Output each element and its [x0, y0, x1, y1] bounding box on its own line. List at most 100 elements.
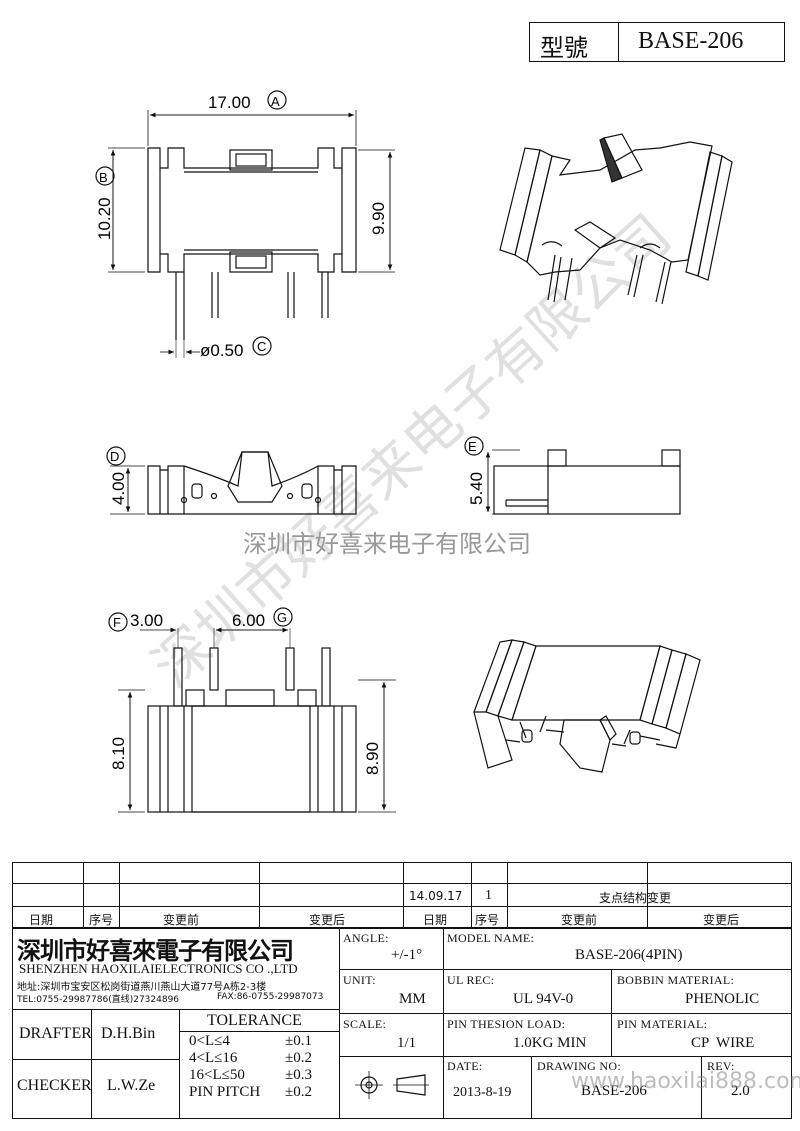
dim-left-height-ref: B [99, 170, 108, 185]
center-watermark: 深圳市好喜来电子有限公司 [243, 531, 531, 558]
dim-side-height: 5.40 [467, 472, 486, 505]
pin-tension-value: 1.0KG MIN [513, 1035, 587, 1051]
tb-col-company-end [339, 929, 340, 1118]
bobbin-material-value: PHENOLIC [685, 991, 760, 1007]
rev-no-value: 1 [485, 888, 492, 903]
dim-front-height-ref: D [110, 449, 119, 464]
title-block: 深圳市好喜來電子有限公司 SHENZHEN HAOXILAIELECTRONIC… [12, 928, 800, 1119]
date-label: DATE: [447, 1059, 483, 1073]
isometric-view-bottom [473, 639, 701, 773]
unit-label: UNIT: [343, 973, 376, 987]
angle-label: ANGLE: [343, 931, 389, 945]
tb-row-1 [339, 969, 791, 970]
tb-drafter-col [91, 1009, 92, 1118]
rev-header-before-1: 变更前 [163, 913, 200, 927]
rev-header-date-1: 日期 [29, 913, 54, 927]
rev-col-line-6 [507, 863, 508, 927]
company-address: 地址:深圳市宝安区松岗街道燕川燕山大道77号A栋2-3楼 [17, 982, 267, 993]
tb-col-5 [701, 1056, 702, 1118]
dim-bottom-pitch1: 3.00 [130, 611, 163, 630]
dim-left-height: 10.20 [95, 197, 114, 240]
dim-top-width-ref: A [271, 94, 280, 109]
tb-tol-head-row [179, 1031, 339, 1032]
top-view [95, 90, 395, 358]
dim-bottom-left-height: 8.10 [109, 737, 128, 770]
rev-col-line-2 [119, 863, 120, 927]
dim-bottom-pitch1-ref: F [113, 615, 121, 630]
scale-label: SCALE: [343, 1017, 387, 1031]
rev-col-line-5 [471, 863, 472, 927]
rev-col-line-4 [403, 863, 404, 927]
dim-bottom-right-height: 8.90 [363, 742, 382, 775]
model-name-value: BASE-206(4PIN) [575, 947, 683, 963]
rev-col-line-7 [647, 863, 648, 927]
company-tel: TEL:0755-29987786(直线)27324896 [17, 995, 180, 1005]
technical-drawing: 深圳市好喜来电子有限公司 深圳市好喜来电子有限公司 [95, 90, 733, 813]
date-value: 2013-8-19 [453, 1085, 512, 1100]
isometric-view-top [499, 133, 733, 305]
angle-value: +/-1° [391, 947, 423, 963]
rev-col-line-3 [259, 863, 260, 927]
rev-label: REV: [707, 1059, 735, 1073]
pin-material-label: PIN MATERIAL: [617, 1017, 708, 1031]
rev-value: 2.0 [731, 1083, 750, 1099]
dim-right-height: 9.90 [369, 202, 388, 235]
unit-value: MM [399, 991, 426, 1007]
pin-tension-label: PIN THESION LOAD: [447, 1017, 566, 1031]
ul-rec-value: UL 94V-0 [513, 991, 574, 1007]
model-header-value: BASE-206 [638, 28, 744, 54]
tolerance-value-2: ±0.3 [285, 1067, 312, 1083]
tolerance-value-0: ±0.1 [285, 1033, 312, 1049]
front-view [106, 446, 357, 515]
tolerance-range-2: 16<L≤50 [189, 1067, 245, 1083]
footer-watermark: www.haoxilai888.com [571, 1069, 800, 1094]
tb-drafter-row [13, 1059, 179, 1060]
dim-pin-dia-ref: C [257, 339, 266, 354]
tb-col-2 [443, 929, 444, 1118]
model-header-box: 型號 BASE-206 [529, 22, 785, 62]
dim-front-height: 4.00 [109, 472, 128, 505]
tb-col-3 [611, 969, 612, 1056]
dim-pin-dia: ø0.50 [200, 341, 243, 360]
tb-col-4 [531, 1056, 532, 1118]
model-header-divider [618, 23, 619, 61]
company-name-cn: 深圳市好喜來電子有限公司 [17, 936, 294, 965]
dim-bottom-pitch2: 6.00 [232, 611, 265, 630]
tolerance-value-1: ±0.2 [285, 1050, 312, 1066]
tb-row-3 [339, 1056, 791, 1057]
company-fax: FAX:86-0755-29987073 [217, 992, 324, 1002]
tolerance-value-3: ±0.2 [285, 1084, 312, 1100]
bobbin-material-label: BOBBIN MATERIAL: [617, 973, 735, 987]
tolerance-label: TOLERANCE [207, 1012, 302, 1029]
drafter-label: DRAFTER [19, 1025, 92, 1042]
checker-label: CHECKER [17, 1077, 92, 1094]
drafter-value: D.H.Bin [101, 1025, 156, 1042]
tolerance-range-3: PIN PITCH [189, 1084, 261, 1100]
projection-symbol-icon [355, 1071, 429, 1099]
rev-header-after-2: 变更后 [703, 913, 740, 927]
ul-rec-label: UL REC: [447, 973, 495, 987]
dim-top-width: 17.00 [208, 93, 251, 112]
tb-row-company-end [13, 1009, 339, 1010]
dim-bottom-pitch2-ref: G [277, 610, 287, 625]
rev-header-no-2: 序号 [475, 913, 500, 927]
tolerance-range-1: 4<L≤16 [189, 1050, 238, 1066]
rev-header-after-1: 变更后 [309, 913, 346, 927]
rev-date-value: 14.09.17 [409, 889, 463, 903]
rev-header-no-1: 序号 [89, 913, 114, 927]
diagonal-watermark: 深圳市好喜来电子有限公司 [141, 202, 683, 698]
rev-before-value: 支点结构变更 [599, 891, 672, 905]
drawing-no-value: BASE-206 [581, 1083, 647, 1099]
pin-material-value: CP WIRE [691, 1035, 755, 1051]
company-name-en: SHENZHEN HAOXILAIELECTRONICS CO .,LTD [19, 961, 298, 976]
tolerance-range-0: 0<L≤4 [189, 1033, 230, 1049]
checker-value: L.W.Ze [107, 1077, 156, 1094]
dim-side-height-ref: E [468, 439, 477, 454]
rev-col-line-1 [83, 863, 84, 927]
revision-table: 14.09.17 1 支点结构变更 日期 序号 变更前 变更后 日期 序号 变更… [12, 862, 792, 928]
side-view [464, 436, 681, 515]
bottom-view [108, 607, 396, 813]
tb-row-2 [339, 1013, 791, 1014]
model-header-label: 型號 [540, 34, 588, 62]
rev-header-date-2: 日期 [423, 913, 448, 927]
